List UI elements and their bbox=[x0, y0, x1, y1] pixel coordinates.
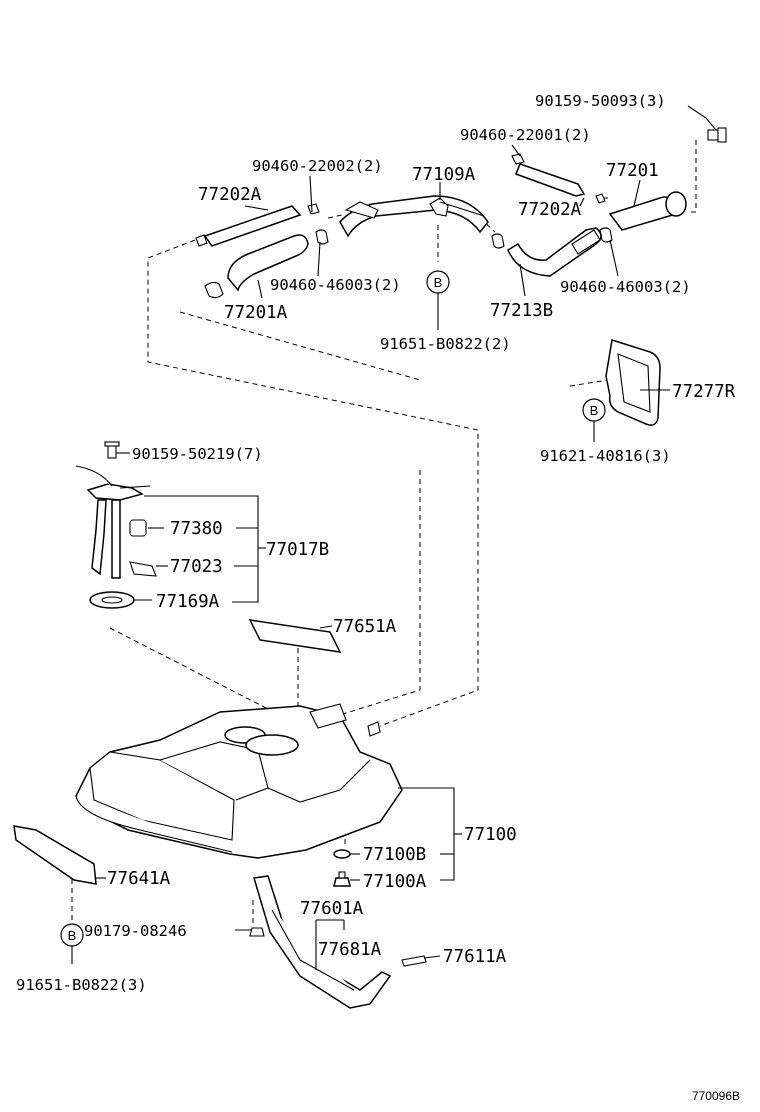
label-90460-22002: 90460-22002(2) bbox=[252, 157, 383, 175]
reference-marker-b-right: B bbox=[582, 398, 606, 422]
filler-pipe-bracket bbox=[344, 201, 379, 219]
svg-text:B: B bbox=[590, 403, 599, 418]
label-90159-50219: 90159-50219(7) bbox=[132, 445, 263, 463]
label-77601a: 77601A bbox=[300, 899, 364, 919]
filler-hose-assembly bbox=[195, 127, 727, 299]
label-77651a: 77651A bbox=[333, 617, 397, 637]
filler-pipe-bracket bbox=[429, 197, 449, 217]
fuel-tank-protector-left bbox=[13, 825, 97, 885]
leader-lines bbox=[71, 105, 717, 970]
svg-text:B: B bbox=[434, 275, 443, 290]
hose-clamp bbox=[204, 281, 224, 299]
bolt-icon bbox=[707, 127, 727, 143]
label-77201: 77201 bbox=[606, 161, 659, 181]
label-77380: 77380 bbox=[170, 519, 223, 539]
label-77277r: 77277R bbox=[672, 382, 736, 402]
label-77169a: 77169A bbox=[156, 592, 220, 612]
label-77023: 77023 bbox=[170, 557, 223, 577]
label-77100: 77100 bbox=[464, 825, 517, 845]
label-77201a: 77201A bbox=[224, 303, 288, 323]
hose-clamp bbox=[511, 153, 525, 165]
svg-text:B: B bbox=[68, 928, 77, 943]
fuel-tank-pad bbox=[248, 619, 342, 653]
label-77109a: 77109A bbox=[412, 165, 476, 185]
hose-clamp bbox=[307, 203, 320, 215]
hose-clamp bbox=[491, 233, 505, 249]
filler-pipe bbox=[339, 195, 489, 238]
filler-neck-hose-end bbox=[571, 229, 601, 255]
tank-cushion-b bbox=[333, 849, 351, 859]
reference-marker-b-top: B bbox=[426, 270, 450, 294]
label-77017b: 77017B bbox=[266, 540, 329, 560]
label-77202a-right: 77202A bbox=[518, 200, 582, 220]
part-labels: 90159-50093(3) 90460-22001(2) 77201 9046… bbox=[16, 92, 736, 994]
tank-bolt-a bbox=[333, 877, 351, 887]
label-90460-46003-left: 90460-46003(2) bbox=[270, 276, 401, 294]
breather-hose-left bbox=[203, 205, 302, 247]
hose-clamp bbox=[595, 193, 606, 204]
label-77100a: 77100A bbox=[363, 872, 427, 892]
label-90460-46003-right: 90460-46003(2) bbox=[560, 278, 691, 296]
fuel-pump-icon bbox=[129, 561, 157, 577]
label-91621-40816: 91621-40816(3) bbox=[540, 447, 671, 465]
hose-clamp bbox=[195, 234, 208, 247]
label-90460-22001: 90460-22001(2) bbox=[460, 126, 591, 144]
dashed-assembly-lines bbox=[71, 140, 697, 925]
filler-pipe-inner bbox=[439, 201, 485, 217]
label-77100b: 77100B bbox=[363, 845, 426, 865]
label-91651-b0822-bottom: 91651-B0822(3) bbox=[16, 976, 147, 994]
label-77213b: 77213B bbox=[490, 301, 553, 321]
hose-clamp bbox=[599, 227, 613, 243]
label-77611a: 77611A bbox=[443, 947, 507, 967]
fuel-tank-band bbox=[253, 875, 392, 1009]
breather-hose-right bbox=[515, 163, 586, 197]
fuel-tank bbox=[75, 703, 403, 859]
label-77641a: 77641A bbox=[107, 869, 171, 889]
label-77681a: 77681A bbox=[318, 940, 382, 960]
label-77202a-left: 77202A bbox=[198, 185, 262, 205]
fuel-pump-assembly bbox=[75, 441, 157, 609]
label-90159-50093: 90159-50093(3) bbox=[535, 92, 666, 110]
diagram-id: 770096B bbox=[692, 1089, 740, 1103]
label-90179-08246: 90179-08246 bbox=[84, 922, 187, 940]
reference-marker-b-bottom: B bbox=[60, 923, 84, 947]
label-91651-b0822-top: 91651-B0822(2) bbox=[380, 335, 511, 353]
fuel-filter-icon bbox=[129, 519, 147, 537]
hose-clamp bbox=[315, 229, 329, 245]
filler-hose-lower bbox=[227, 234, 309, 292]
